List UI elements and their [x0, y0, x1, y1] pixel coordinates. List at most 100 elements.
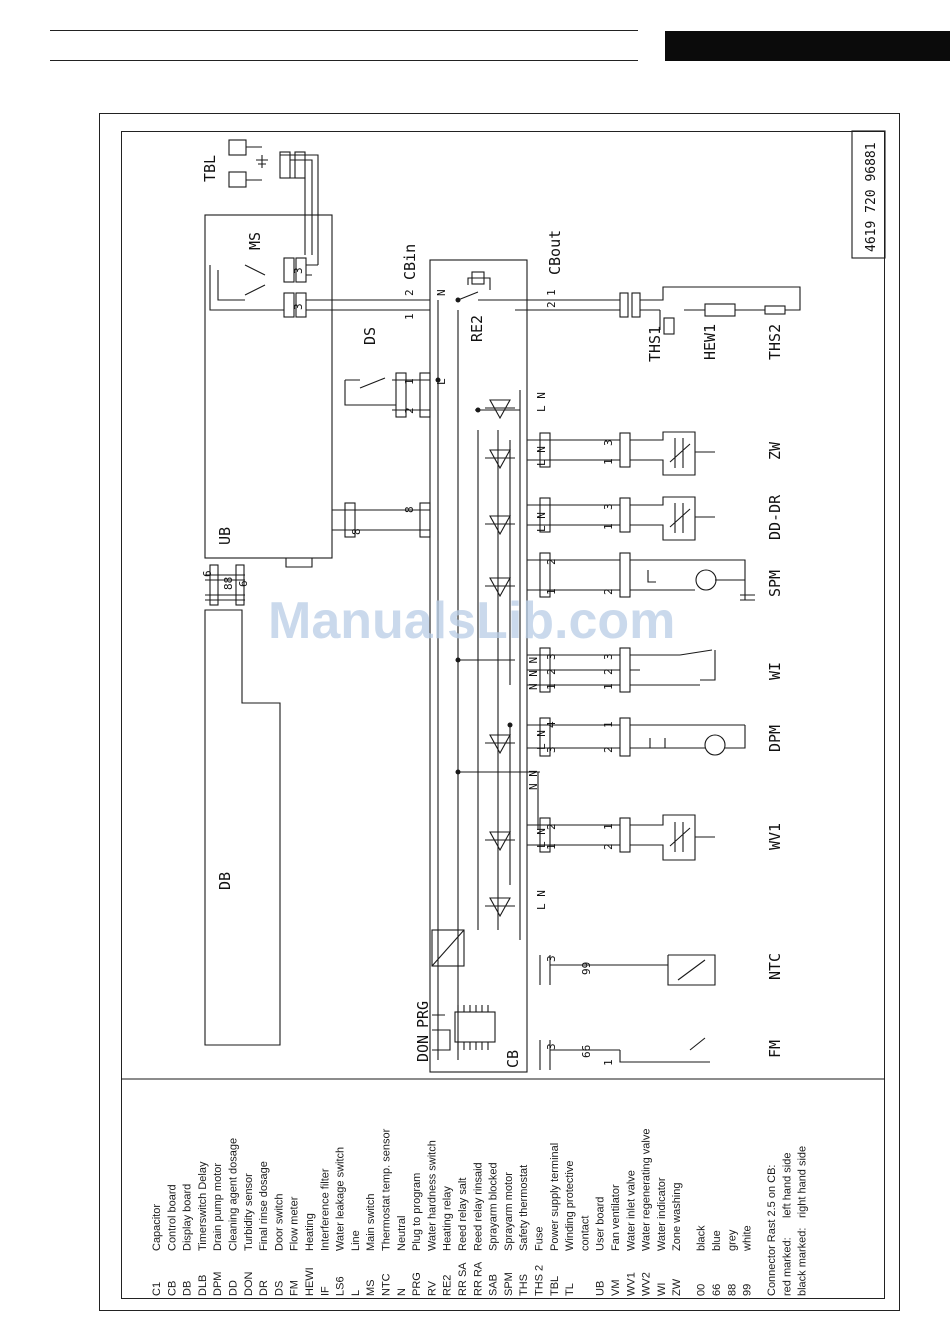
- legend-description: Sprayarm blocked: [488, 1162, 500, 1251]
- schematic-wires: [121, 130, 886, 1080]
- label-hew1: HEW1: [701, 324, 719, 360]
- label-wi: WI: [766, 662, 784, 680]
- legend-description: Zone washing: [671, 1183, 683, 1252]
- wire-label: 3: [602, 653, 615, 660]
- wire-label: 2: [403, 289, 416, 296]
- wire-label: L N: [535, 828, 548, 848]
- label-cb: CB: [504, 1050, 522, 1068]
- legend-code: L: [350, 1290, 362, 1296]
- wire-label: L: [435, 378, 448, 385]
- legend-code: red marked:: [781, 1237, 793, 1296]
- legend-description: Water indicator: [656, 1177, 668, 1251]
- wire-label: 6: [237, 580, 250, 587]
- legend-description: Drain pump motor: [212, 1163, 224, 1251]
- legend-description: Water regenerating valve: [641, 1129, 653, 1252]
- legend-code: C1: [151, 1282, 163, 1296]
- label-re2: RE2: [468, 315, 486, 342]
- legend-code: 88: [726, 1284, 738, 1296]
- wire-label: 1: [545, 683, 558, 690]
- wire-label: L N: [535, 512, 548, 532]
- legend-code: RR RA: [472, 1261, 484, 1296]
- legend-description: Main switch: [365, 1194, 377, 1251]
- legend-description: Fuse: [534, 1227, 546, 1251]
- wire-label: 1: [602, 1059, 615, 1066]
- legend-code: TL: [564, 1283, 576, 1296]
- legend-description: Winding protective: [564, 1161, 576, 1252]
- legend-connector-title: Connector Rast 2.5 on CB:: [766, 1165, 778, 1296]
- wire-label: 2: [545, 823, 558, 830]
- wire-label: 2: [545, 668, 558, 675]
- legend-code: 66: [711, 1284, 723, 1296]
- header-rule-bottom: [50, 60, 638, 61]
- label-ths2: THS2: [766, 324, 784, 360]
- legend-code: DPM: [212, 1272, 224, 1296]
- label-don: DON: [414, 1035, 432, 1062]
- wire-label: 2: [602, 668, 615, 675]
- wire-label: L N: [535, 392, 548, 412]
- diagram-inner-frame: [121, 131, 885, 1299]
- legend-code: WV2: [641, 1272, 653, 1296]
- legend-description: Power supply terminal: [549, 1143, 561, 1251]
- wire-label: L N: [535, 890, 548, 910]
- legend-code: 99: [742, 1284, 754, 1296]
- legend-code: DON: [243, 1272, 255, 1297]
- wire-label: 6: [201, 570, 214, 577]
- wire-label: 1: [545, 843, 558, 850]
- label-ths1: THS1: [646, 326, 664, 362]
- legend-description: Final rinse dosage: [258, 1161, 270, 1251]
- label-wv1: WV1: [766, 823, 784, 850]
- legend-code: RR SA: [457, 1262, 469, 1296]
- legend-code: black marked:: [797, 1228, 809, 1296]
- legend-description: right hand side: [797, 1146, 809, 1218]
- wire-label: 3: [545, 1043, 558, 1050]
- label-ub: UB: [216, 527, 234, 545]
- legend-description: Heating relay: [442, 1186, 454, 1251]
- wire-label: 8: [350, 528, 363, 535]
- legend-description: Timerswitch Delay: [197, 1161, 209, 1251]
- wire-label: N N N: [527, 657, 540, 690]
- wire-label: 1: [545, 588, 558, 595]
- label-tbl: TBL: [201, 155, 219, 182]
- legend-code: RV: [426, 1280, 438, 1296]
- legend-code: SAB: [488, 1274, 500, 1296]
- legend-description: white: [742, 1225, 754, 1252]
- label-fm: FM: [766, 1040, 784, 1058]
- wire-label: 3: [545, 653, 558, 660]
- wire-label: 3: [602, 503, 615, 510]
- wire-label: 66: [580, 1045, 593, 1058]
- diagram-frame: [99, 113, 900, 1311]
- legend-code: DR: [258, 1280, 270, 1296]
- label-cbin: CBin: [401, 244, 419, 280]
- header-rule-top: [50, 30, 638, 31]
- label-prg: PRG: [414, 1001, 432, 1028]
- wire-label: 1: [602, 523, 615, 530]
- wire-label: 1: [403, 313, 416, 320]
- legend-description: Flow meter: [289, 1196, 301, 1251]
- legend-description: User board: [595, 1197, 607, 1251]
- wire-label: L N: [535, 730, 548, 750]
- component-labels: 4619 720 96881 TBL MS CBin CBout RE2 DS …: [201, 142, 879, 1068]
- legend-code: THS: [518, 1274, 530, 1296]
- wire-label: 8: [403, 506, 416, 513]
- header-black-bar: [665, 31, 950, 61]
- legend-description: Cleaning agent dosage: [228, 1138, 240, 1251]
- legend-code: ZW: [671, 1278, 683, 1296]
- wire-label: 2: [602, 843, 615, 850]
- wire-label: 1: [602, 721, 615, 728]
- wire-label: 2: [602, 588, 615, 595]
- legend-description: Water inlet valve: [625, 1170, 637, 1251]
- legend-code: DD: [228, 1280, 240, 1296]
- watermark: ManualsLib.com: [268, 592, 675, 650]
- wire-label: 3: [545, 955, 558, 962]
- legend-description: contact: [579, 1216, 591, 1251]
- schematic-dots: [435, 297, 513, 775]
- legend-code: CB: [166, 1281, 178, 1296]
- legend-code: VM: [610, 1280, 622, 1297]
- legend-description: Turbidity sensor: [243, 1173, 255, 1251]
- legend-description: Fan ventilator: [610, 1184, 622, 1251]
- legend-description: Plug to program: [411, 1173, 423, 1251]
- legend-description: Reed relay salt: [457, 1178, 469, 1251]
- legend-description: Interference filter: [319, 1168, 331, 1251]
- legend-code: WI: [656, 1283, 668, 1296]
